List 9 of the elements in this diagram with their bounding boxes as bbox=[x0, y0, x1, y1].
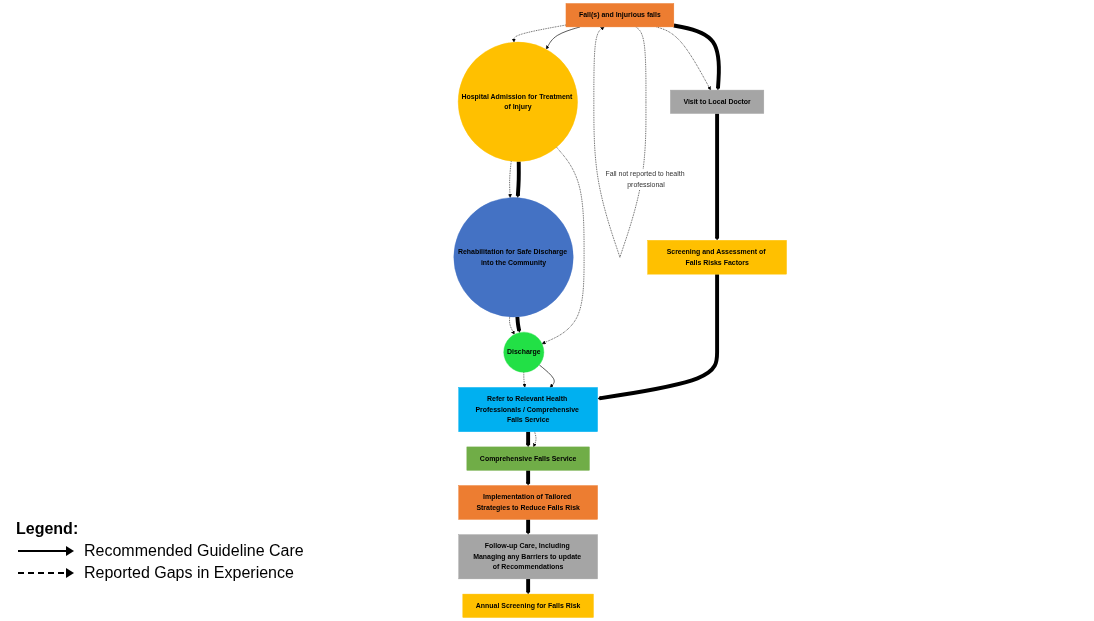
arrow bbox=[597, 274, 719, 401]
arrow bbox=[525, 469, 530, 486]
arrow bbox=[714, 113, 719, 241]
arrow bbox=[515, 161, 521, 198]
arrow bbox=[673, 23, 721, 91]
arrow bbox=[525, 431, 530, 448]
legend-heading: Legend: bbox=[16, 520, 80, 538]
legend-text: Reported Gaps in Experience bbox=[84, 564, 294, 582]
legend-text: Recommended Guideline Care bbox=[84, 542, 304, 560]
